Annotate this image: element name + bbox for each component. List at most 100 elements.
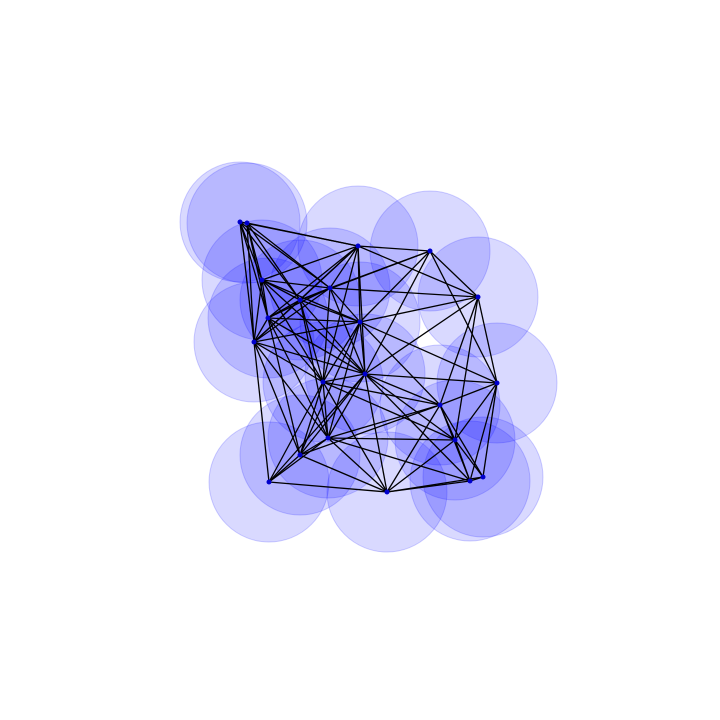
edge-n12-n19	[359, 321, 498, 384]
graph-edges	[239, 221, 498, 493]
edge-n10-n11	[429, 250, 479, 298]
edge-n9-n18	[299, 454, 388, 493]
edge-n12-n14	[482, 382, 498, 478]
edge-n2-n3	[246, 222, 255, 343]
edge-n6-n20	[327, 437, 456, 441]
node-n13	[467, 478, 473, 484]
edge-n5-n9	[322, 381, 388, 493]
edge-n16-n21	[261, 279, 269, 319]
edge-n7-n21	[261, 245, 359, 281]
edge-n7-n22	[299, 245, 359, 301]
edge-n2-n15	[246, 222, 331, 289]
node-n12	[494, 380, 500, 386]
node-n17	[437, 402, 443, 408]
edge-n16-n18	[267, 317, 301, 456]
edge-n8-n16	[267, 317, 366, 375]
node-n11	[475, 294, 481, 300]
edge-n15-n19	[329, 287, 361, 323]
edge-n7-n16	[267, 245, 359, 319]
edge-n8-n20	[364, 373, 456, 441]
edge-n13-n20	[454, 439, 471, 482]
edge-n16-n22	[267, 299, 301, 319]
edge-n12-n20	[454, 382, 498, 441]
edge-n3-n5	[253, 341, 324, 383]
edge-n7-n19	[357, 245, 361, 323]
edge-n11-n12	[477, 296, 498, 384]
edge-n8-n9	[364, 373, 388, 493]
node-n14	[480, 474, 486, 480]
edge-n11-n17	[439, 296, 479, 406]
edge-n8-n13	[364, 373, 471, 482]
node-n16	[265, 315, 271, 321]
edge-n19-n21	[261, 279, 361, 323]
node-n3	[251, 339, 257, 345]
edge-n4-n9	[268, 481, 388, 493]
node-n9	[384, 489, 390, 495]
edge-n8-n19	[359, 321, 366, 375]
node-n2	[244, 220, 250, 226]
edge-n21-n22	[261, 279, 301, 301]
edge-n12-n13	[469, 382, 498, 482]
edge-n9-n14	[386, 476, 484, 493]
edge-n7-n10	[357, 245, 431, 252]
node-n19	[357, 319, 363, 325]
coverage-discs	[179, 161, 558, 553]
edge-n11-n19	[359, 296, 479, 323]
node-n1	[237, 219, 243, 225]
edge-n8-n12	[364, 373, 498, 384]
edge-n3-n4	[253, 341, 270, 483]
edge-n6-n22	[299, 299, 329, 439]
edge-n8-n21	[261, 279, 366, 375]
node-n10	[427, 248, 433, 254]
edge-n2-n22	[246, 222, 301, 301]
edge-n19-n22	[299, 299, 361, 323]
edge-n2-n7	[246, 222, 359, 247]
edge-n3-n21	[253, 279, 263, 343]
edge-n10-n12	[429, 250, 498, 384]
edge-n12-n17	[439, 382, 498, 406]
edge-n7-n15	[329, 245, 359, 289]
edge-n8-n18	[299, 373, 366, 456]
edge-n5-n15	[322, 287, 331, 383]
edge-n6-n17	[327, 404, 441, 439]
edge-n14-n20	[454, 439, 484, 478]
edge-n6-n9	[327, 437, 388, 493]
node-n18	[297, 452, 303, 458]
edge-n6-n8	[327, 373, 366, 439]
edge-n5-n20	[322, 381, 456, 441]
edge-n9-n20	[386, 439, 456, 493]
edge-n9-n17	[386, 404, 441, 493]
edge-n6-n16	[267, 317, 329, 439]
edge-n4-n6	[268, 437, 329, 483]
edge-n4-n8	[268, 373, 366, 483]
edge-n3-n15	[253, 287, 331, 343]
edge-n6-n13	[327, 437, 471, 482]
node-n6	[325, 435, 331, 441]
edge-n15-n16	[267, 287, 331, 319]
edge-n3-n16	[253, 317, 269, 343]
edge-n3-n6	[253, 341, 329, 439]
edge-n5-n6	[322, 381, 329, 439]
edge-n8-n17	[364, 373, 441, 406]
node-n22	[297, 297, 303, 303]
edge-n11-n15	[329, 287, 479, 298]
node-n5	[320, 379, 326, 385]
edge-n1-n21	[239, 221, 263, 281]
edge-n8-n15	[329, 287, 366, 375]
edge-n1-n16	[239, 221, 269, 319]
edge-n10-n19	[359, 250, 431, 323]
node-n21	[259, 277, 265, 283]
edge-n6-n19	[327, 321, 361, 439]
edge-n4-n18	[268, 454, 301, 483]
edge-n5-n22	[299, 299, 324, 383]
edge-n16-n19	[267, 317, 361, 323]
node-n15	[327, 285, 333, 291]
edge-n17-n18	[299, 404, 441, 456]
edge-n14-n17	[439, 404, 484, 478]
edge-n17-n19	[359, 321, 441, 406]
edge-n3-n18	[253, 341, 301, 456]
node-n4	[266, 479, 272, 485]
edge-n17-n20	[439, 404, 456, 441]
edge-n6-n18	[299, 437, 329, 456]
node-n20	[452, 437, 458, 443]
